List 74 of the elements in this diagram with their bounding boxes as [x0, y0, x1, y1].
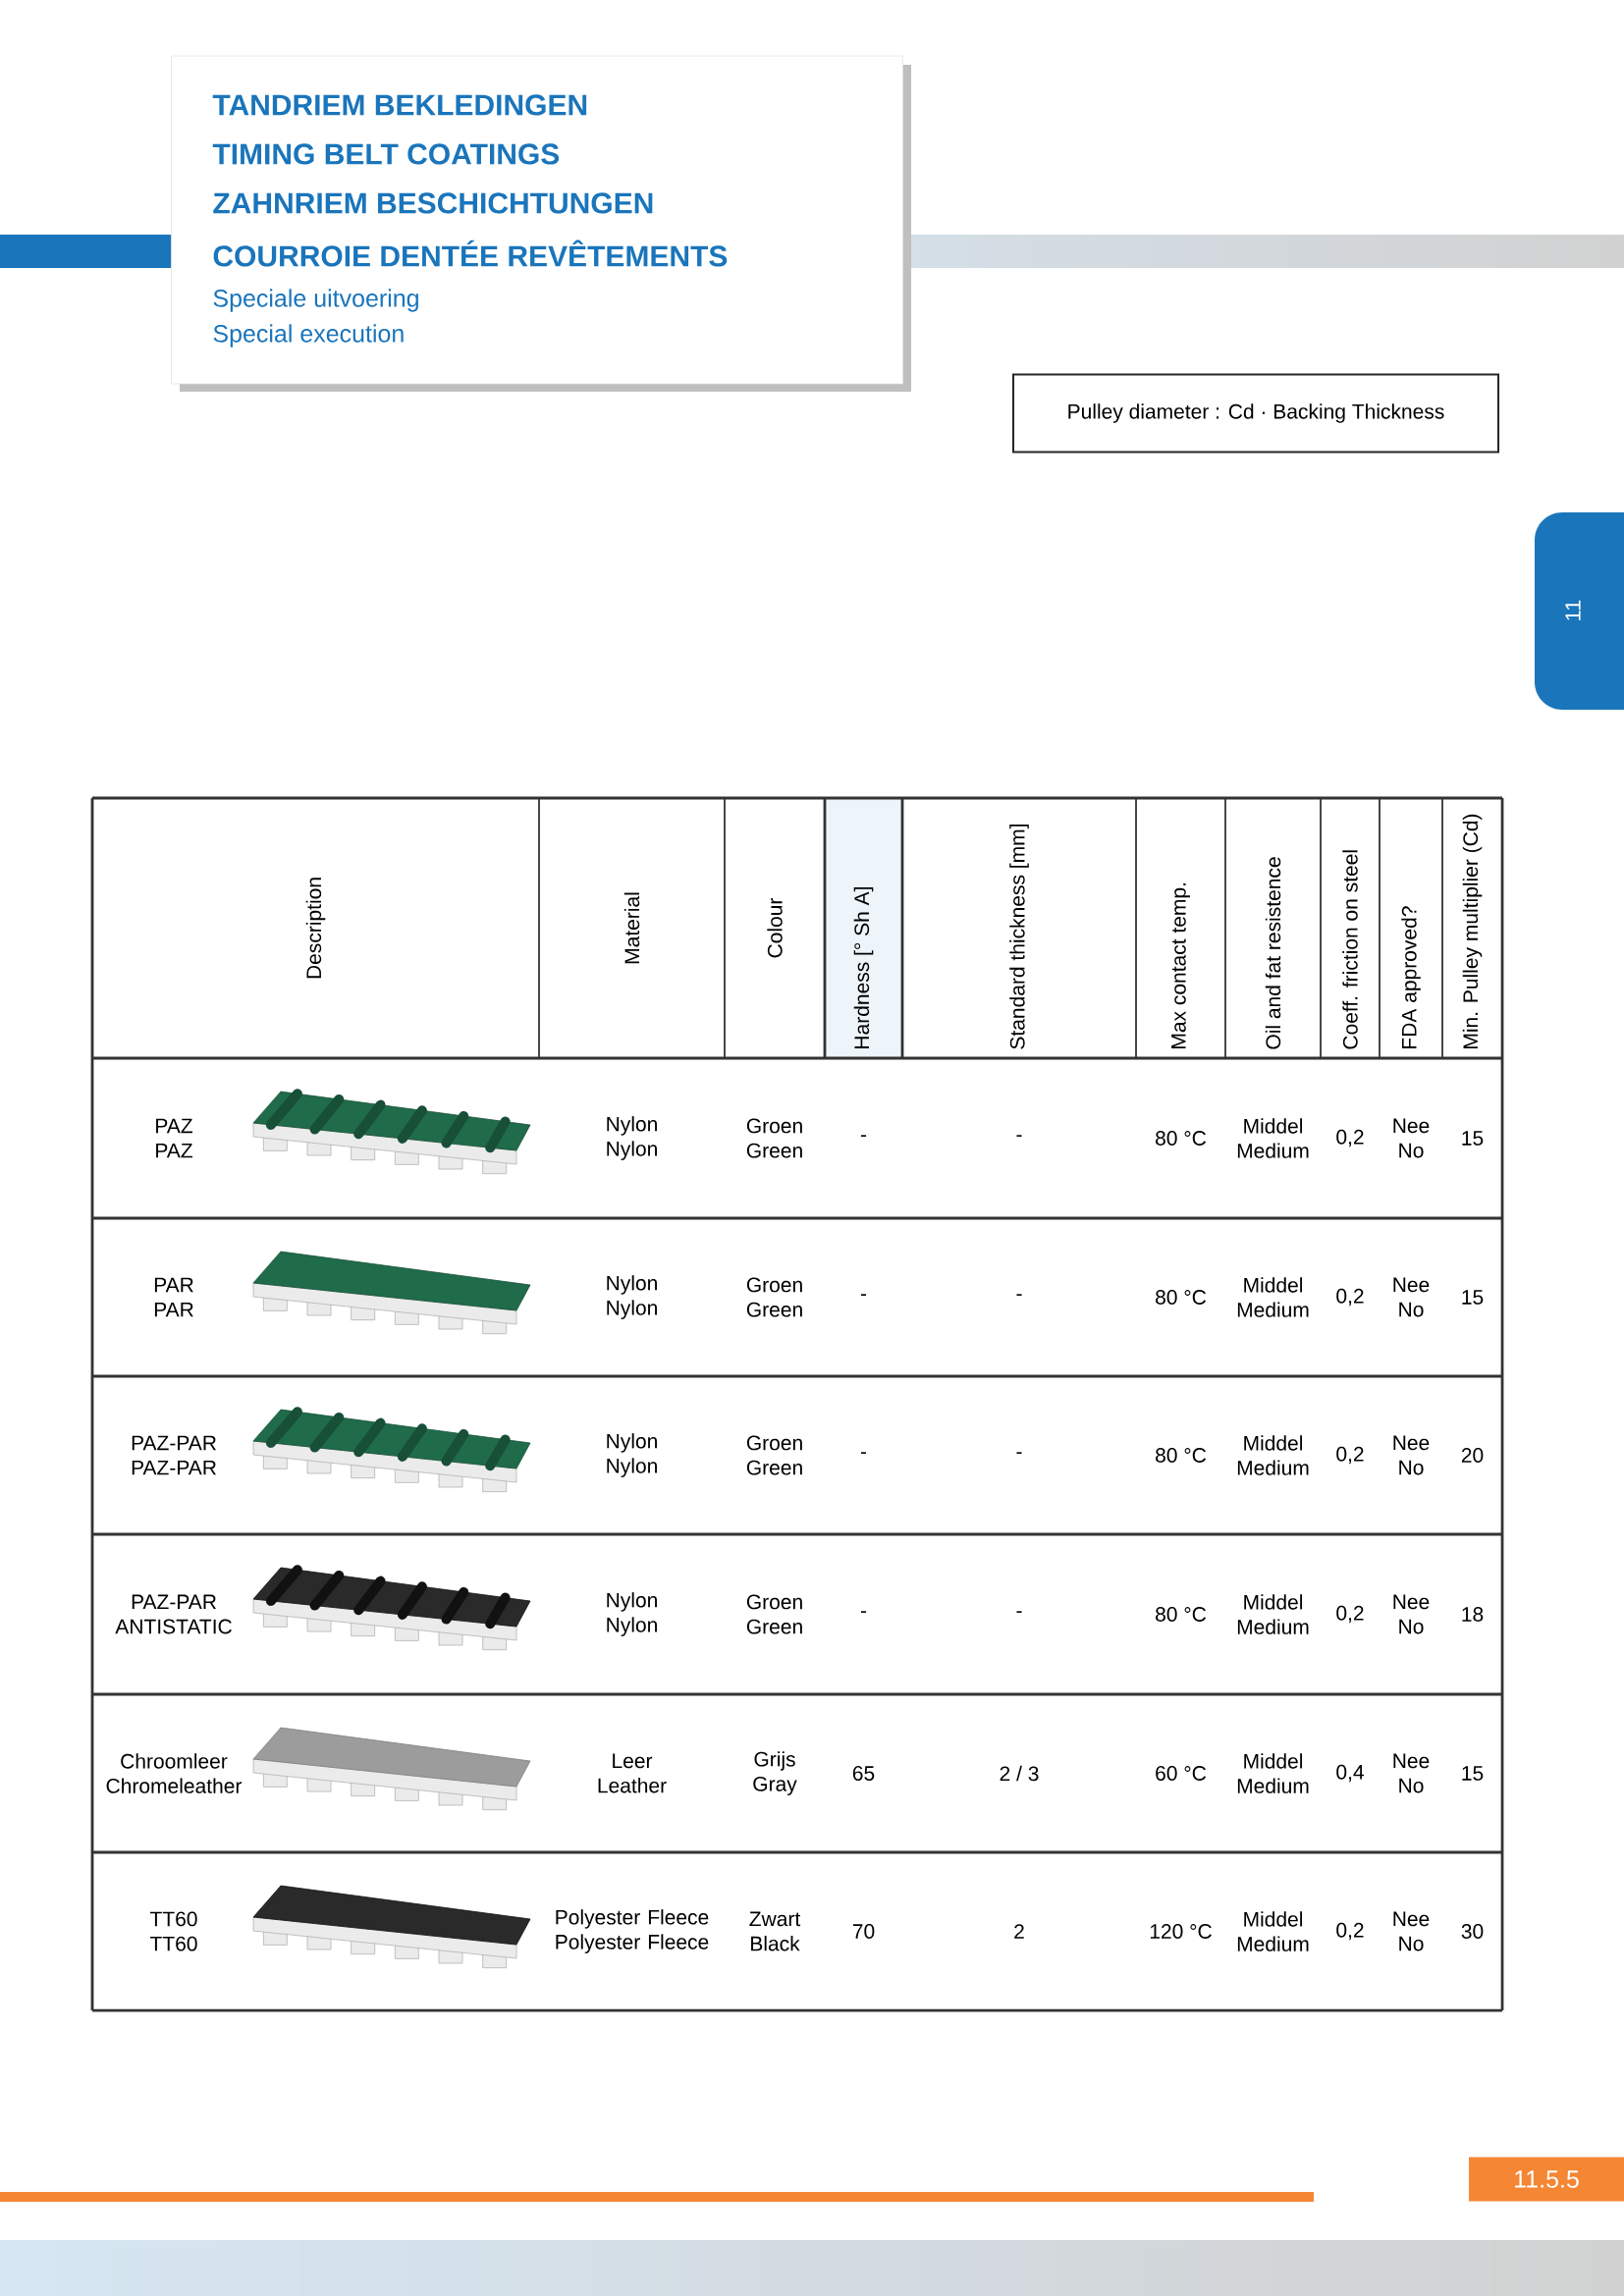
- cell-text: Groen Green: [746, 1435, 802, 1475]
- cell-text: Middel Medium: [1237, 1118, 1309, 1158]
- cell-text: -: [860, 1611, 867, 1613]
- cell-text: 18: [1462, 1607, 1484, 1622]
- cell-text: Polyester Fleece Polyester Fleece: [556, 1909, 709, 1953]
- cell-text: 15: [1462, 1766, 1484, 1781]
- cell-text: PAZ-PAR ANTISTATIC: [115, 1594, 232, 1634]
- cell-text: -: [1016, 1452, 1022, 1454]
- cell-text: 2: [1014, 1924, 1024, 1939]
- column-header: Standard thickness [mm]: [1009, 825, 1029, 1049]
- page-number: 11.5.5: [1469, 2157, 1624, 2202]
- cell-text: -: [1016, 1135, 1022, 1137]
- cell-text: Nee No: [1393, 1911, 1430, 1951]
- cell-text: Chroomleer Chromeleather: [106, 1753, 243, 1793]
- cell-text: 0,2: [1336, 1288, 1364, 1307]
- cell-text: 120 °C: [1150, 1924, 1212, 1939]
- cell-text: Nee No: [1393, 1435, 1430, 1475]
- cell-text: Grijs Gray: [753, 1751, 797, 1795]
- cell-text: Nee No: [1393, 1277, 1430, 1317]
- title-panel: TANDRIEM BEKLEDINGEN TIMING BELT COATINGS ZAHNRIEM BESCHICHTUNGEN COURROIE DENTÉE REVÊTEMENTS Speciale uitvoering Special execution: [171, 55, 911, 392]
- cell-text: 70: [852, 1924, 875, 1939]
- cell-text: 0,4: [1336, 1764, 1364, 1783]
- cell-text: PAZ PAZ: [156, 1118, 192, 1158]
- cell-text: 80 °C: [1156, 1448, 1207, 1463]
- cell-text: 30: [1461, 1924, 1484, 1939]
- cell-text: 2 / 3: [1000, 1765, 1039, 1782]
- cell-text: Groen Green: [746, 1118, 802, 1158]
- cell-text: Nylon Nylon: [607, 1116, 657, 1160]
- cell-text: 15: [1462, 1290, 1484, 1305]
- cell-text: Nylon Nylon: [607, 1433, 657, 1477]
- cell-text: Nylon Nylon: [607, 1592, 657, 1636]
- cell-text: -: [860, 1294, 867, 1296]
- cell-text: 60 °C: [1156, 1766, 1207, 1781]
- cell-text: Nee No: [1393, 1118, 1430, 1158]
- cell-text: -: [860, 1135, 867, 1137]
- cell-text: -: [1016, 1611, 1022, 1613]
- column-header: Coeff. friction on steel: [1342, 850, 1358, 1049]
- cell-text: 0,2: [1336, 1129, 1364, 1148]
- column-header: Colour: [767, 897, 783, 958]
- cell-text: 80 °C: [1156, 1131, 1207, 1146]
- cell-text: Groen Green: [746, 1277, 802, 1317]
- column-header: FDA approved?: [1401, 906, 1421, 1048]
- cell-text: 15: [1462, 1131, 1484, 1146]
- cell-text: Nee No: [1393, 1594, 1430, 1634]
- column-header: Max contact temp.: [1171, 883, 1190, 1048]
- cell-text: Groen Green: [746, 1594, 802, 1634]
- cell-text: Zwart Black: [749, 1911, 801, 1951]
- cell-text: Middel Medium: [1237, 1277, 1309, 1317]
- column-header: Description: [305, 878, 326, 979]
- cell-text: Nylon Nylon: [607, 1275, 657, 1319]
- cell-text: -: [1016, 1294, 1022, 1296]
- column-header: Min. Pulley multiplier (Cd): [1462, 814, 1483, 1048]
- column-header: Oil and fat resistence: [1265, 857, 1281, 1049]
- cell-text: PAZ-PAR PAZ-PAR: [132, 1435, 216, 1475]
- cell-text: PAR PAR: [154, 1277, 193, 1317]
- cell-text: 80 °C: [1156, 1290, 1207, 1305]
- cell-text: TT60 TT60: [149, 1911, 197, 1951]
- cell-text: 65: [852, 1766, 875, 1781]
- cell-text: Nee No: [1393, 1753, 1430, 1793]
- column-header: Material: [623, 892, 640, 964]
- cell-text: Middel Medium: [1237, 1435, 1309, 1475]
- cell-text: 0,2: [1336, 1446, 1364, 1465]
- cell-text: 0,2: [1336, 1605, 1364, 1624]
- cell-text: 80 °C: [1156, 1607, 1207, 1622]
- cell-text: 0,2: [1336, 1922, 1364, 1941]
- column-header: Hardness [° Sh A]: [853, 887, 874, 1048]
- cell-text: Leer Leather: [598, 1753, 667, 1793]
- info-box: Pulley diameter : Cd · Backing Thickness: [1012, 373, 1499, 454]
- cell-text: 20: [1461, 1448, 1484, 1463]
- chapter-tab: 11: [1535, 512, 1624, 710]
- cell-text: Middel Medium: [1237, 1911, 1309, 1951]
- cell-text: Middel Medium: [1237, 1753, 1309, 1793]
- cell-text: -: [860, 1452, 867, 1454]
- cell-text: Middel Medium: [1237, 1594, 1309, 1634]
